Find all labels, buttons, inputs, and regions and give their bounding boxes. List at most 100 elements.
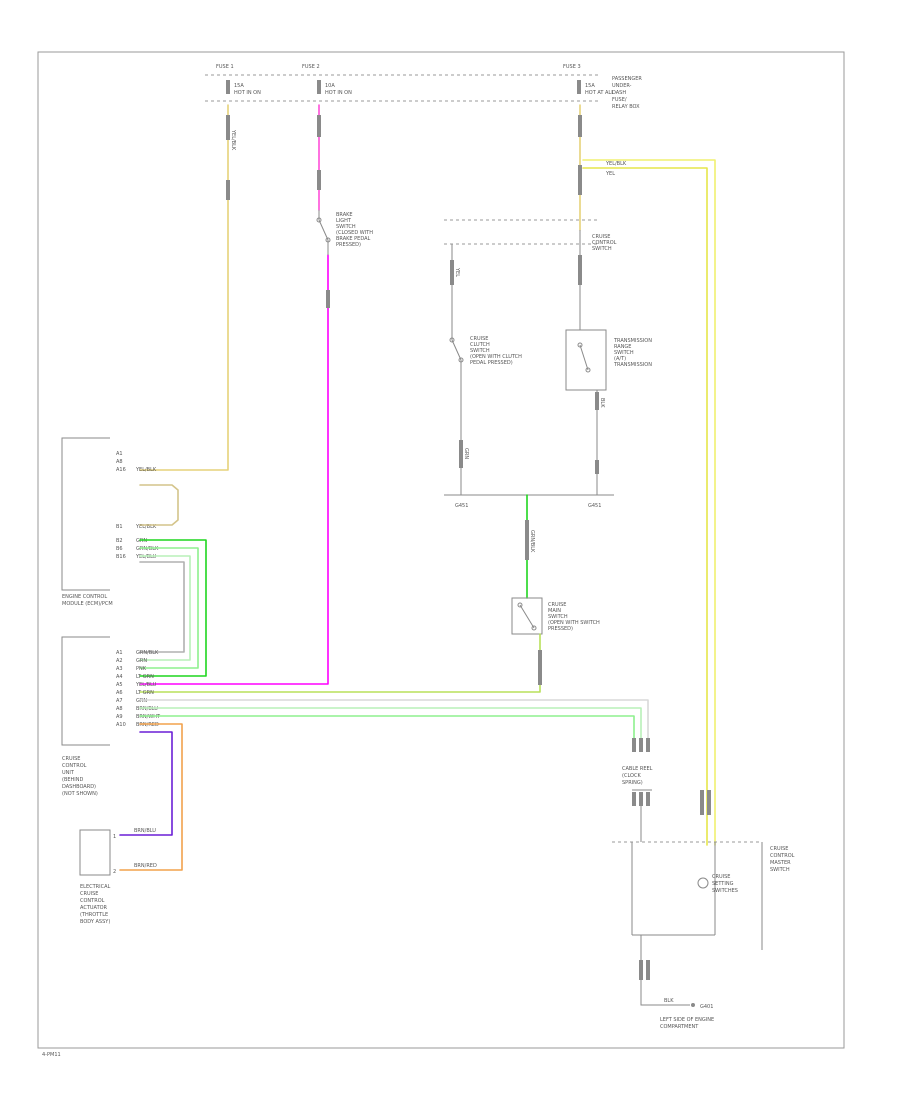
- svg-text:(NOT SHOWN): (NOT SHOWN): [62, 791, 98, 797]
- svg-text:BRN/BLU: BRN/BLU: [134, 828, 156, 834]
- wire-label-center-out: GRN/BLK: [529, 530, 535, 553]
- svg-text:UNDER-: UNDER-: [612, 83, 632, 89]
- svg-text:A3: A3: [116, 666, 123, 672]
- svg-text:A5: A5: [116, 682, 123, 688]
- svg-text:(CLOCK: (CLOCK: [622, 773, 641, 779]
- wire-fuse3-setting: [582, 159, 716, 846]
- svg-text:(BEHIND: (BEHIND: [62, 777, 84, 783]
- svg-text:CLUTCH: CLUTCH: [470, 342, 490, 348]
- wire-label-clutch-out: GRN: [463, 448, 469, 459]
- svg-text:A1: A1: [116, 451, 123, 457]
- wire-ecm-cruise-4: [139, 561, 185, 653]
- svg-text:BRN/RED: BRN/RED: [136, 722, 159, 728]
- wire-label-clutch-feed: YEL: [454, 267, 460, 277]
- svg-text:A9: A9: [116, 714, 123, 720]
- svg-text:RANGE: RANGE: [614, 344, 631, 350]
- svg-text:BRN/RED: BRN/RED: [134, 863, 157, 869]
- ground-block: BLK G401 LEFT SIDE OF ENGINE COMPARTMENT: [639, 935, 714, 1030]
- wire-label-trans-out: BLK: [599, 398, 605, 408]
- svg-text:RELAY BOX: RELAY BOX: [612, 104, 640, 110]
- svg-text:DASHBOARD): DASHBOARD): [62, 784, 96, 790]
- svg-text:A4: A4: [116, 674, 123, 680]
- wire-label-yel-blk-1: YEL/BLK: [230, 129, 236, 151]
- svg-text:GRN/BLK: GRN/BLK: [136, 650, 159, 656]
- fuse-2-hot: HOT IN ON: [325, 90, 352, 96]
- svg-text:PRESSED): PRESSED): [336, 242, 361, 248]
- svg-text:GRN: GRN: [136, 538, 147, 544]
- svg-text:CRUISE: CRUISE: [770, 846, 788, 852]
- svg-text:BODY ASSY): BODY ASSY): [80, 919, 110, 925]
- fuse-box-label: PASSENGER UNDER- DASH FUSE/ RELAY BOX: [612, 76, 642, 110]
- fuse-1-amp: 15A: [234, 83, 244, 89]
- svg-text:ENGINE CONTROL: ENGINE CONTROL: [62, 594, 107, 600]
- svg-text:PNK: PNK: [136, 666, 147, 672]
- svg-text:LT GRN: LT GRN: [136, 674, 154, 680]
- svg-text:CRUISE: CRUISE: [712, 874, 730, 880]
- svg-text:YEL/BLU: YEL/BLU: [135, 554, 157, 560]
- svg-text:A6: A6: [116, 690, 123, 696]
- svg-text:CRUISE: CRUISE: [592, 234, 610, 240]
- cruise-unit-block: A1 A2 A3 A4 A5 A6 A7 A8 A9 A10 GRN/BLK G…: [61, 636, 161, 797]
- diagram-border: [37, 51, 845, 1049]
- svg-text:DASH: DASH: [612, 90, 626, 96]
- wire-cruise-actuator-2: [119, 723, 183, 871]
- svg-text:CRUISE: CRUISE: [470, 336, 488, 342]
- svg-text:BRAKE: BRAKE: [336, 212, 353, 218]
- svg-text:2: 2: [113, 869, 116, 875]
- svg-text:MAIN: MAIN: [548, 608, 561, 614]
- svg-text:CONTROL: CONTROL: [62, 763, 87, 769]
- svg-text:MODULE (ECM)/PCM: MODULE (ECM)/PCM: [62, 601, 113, 607]
- wire-label-yel-blk-2: YEL/BLK: [605, 161, 627, 167]
- svg-text:ELECTRICAL: ELECTRICAL: [80, 884, 111, 890]
- fuse-1-hot: HOT IN ON: [234, 90, 261, 96]
- svg-text:(OPEN WITH SWITCH: (OPEN WITH SWITCH: [548, 620, 600, 626]
- wire-cruise-actuator-1: [119, 731, 173, 836]
- svg-text:SWITCH: SWITCH: [548, 614, 568, 620]
- svg-text:A8: A8: [116, 459, 123, 465]
- svg-text:SPRING): SPRING): [622, 780, 643, 786]
- svg-text:(OPEN WITH CLUTCH: (OPEN WITH CLUTCH: [470, 354, 522, 360]
- wire-cruise-clock-1: [139, 699, 649, 741]
- fuse-1-label: FUSE 1: [216, 64, 234, 70]
- wire-brake-cruise: [139, 254, 329, 685]
- svg-text:SWITCH: SWITCH: [614, 350, 634, 356]
- svg-text:COMPARTMENT: COMPARTMENT: [660, 1024, 699, 1030]
- svg-text:B6: B6: [116, 546, 123, 552]
- svg-text:GRN: GRN: [136, 658, 147, 664]
- svg-text:B2: B2: [116, 538, 123, 544]
- svg-text:LT GRN: LT GRN: [136, 690, 154, 696]
- fuse-3-hot: HOT AT ALL: [585, 90, 614, 96]
- svg-text:(THROTTLE: (THROTTLE: [80, 912, 108, 918]
- clockspring-block: CABLE REEL (CLOCK SPRING): [622, 766, 653, 806]
- ground-left-label: G451: [455, 503, 468, 509]
- fuse-2: FUSE 2 10A HOT IN ON: [302, 64, 352, 96]
- fuse-2-label: FUSE 2: [302, 64, 320, 70]
- cruise-main-switch: CRUISE MAIN SWITCH (OPEN WITH SWITCH PRE…: [511, 597, 600, 635]
- svg-text:SWITCH: SWITCH: [770, 867, 790, 873]
- svg-text:CONTROL: CONTROL: [80, 898, 105, 904]
- svg-text:CRUISE: CRUISE: [62, 756, 80, 762]
- fuse-3: FUSE 3 15A HOT AT ALL: [563, 64, 614, 96]
- wire-fuse3-setting-2: [582, 167, 708, 846]
- transmission-switch: TRANSMISSION RANGE SWITCH (A/T) TRANSMIS…: [565, 329, 652, 391]
- svg-text:GRN: GRN: [136, 698, 147, 704]
- wire-ecm-cruise-3: [139, 555, 191, 661]
- svg-text:B16: B16: [116, 554, 126, 560]
- wire-ecm-loop: [139, 484, 179, 526]
- svg-text:1: 1: [113, 834, 116, 840]
- svg-text:SWITCH: SWITCH: [336, 224, 356, 230]
- svg-text:G401: G401: [700, 1004, 713, 1010]
- svg-text:SWITCH: SWITCH: [592, 246, 612, 252]
- fuse-3-amp: 15A: [585, 83, 595, 89]
- brake-switch: BRAKE LIGHT SWITCH (CLOSED WITH BRAKE PE…: [316, 210, 373, 255]
- wire-cruise-clock-3: [139, 715, 635, 741]
- svg-text:A7: A7: [116, 698, 123, 704]
- svg-text:LIGHT: LIGHT: [336, 218, 352, 224]
- svg-text:A2: A2: [116, 658, 123, 664]
- svg-text:SWITCHES: SWITCHES: [712, 888, 738, 894]
- svg-text:FUSE/: FUSE/: [612, 97, 627, 103]
- svg-text:CRUISE: CRUISE: [548, 602, 566, 608]
- svg-text:CONTROL: CONTROL: [592, 240, 617, 246]
- ground-right-label: G451: [588, 503, 601, 509]
- svg-text:YEL/BLK: YEL/BLK: [135, 524, 157, 530]
